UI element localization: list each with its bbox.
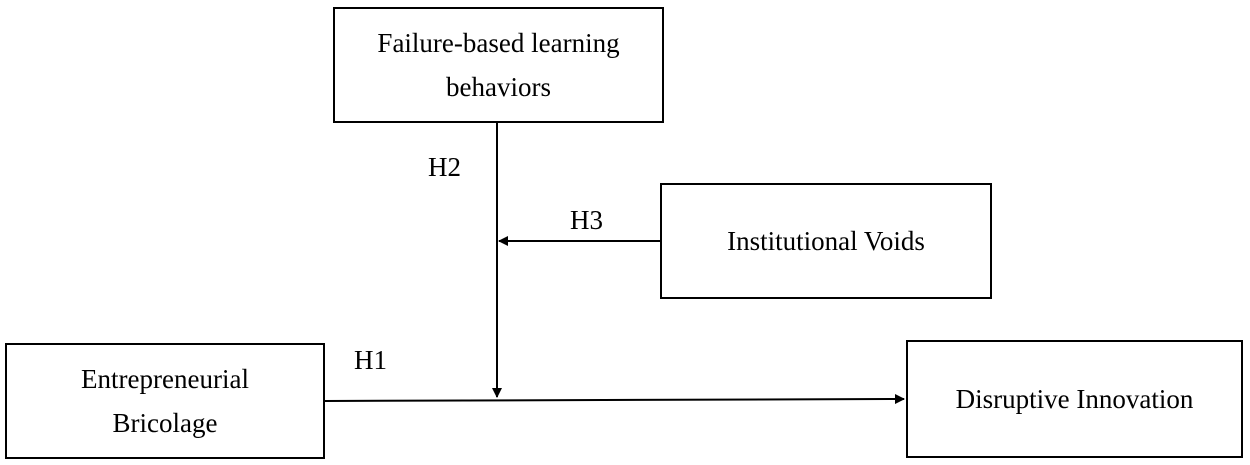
hypothesis-h1-label: H1 bbox=[354, 345, 387, 375]
hypothesis-h3-label: H3 bbox=[570, 205, 603, 235]
arrow-h1 bbox=[324, 394, 905, 405]
failure-box-line2: behaviors bbox=[446, 72, 551, 102]
hypothesis-h2-label: H2 bbox=[428, 152, 461, 182]
entrepreneurial-bricolage-box: Entrepreneurial Bricolage bbox=[5, 343, 325, 459]
institutional-voids-label: Institutional Voids bbox=[727, 226, 925, 256]
disruptive-innovation-box: Disruptive Innovation bbox=[906, 340, 1243, 458]
entrepreneurial-box-line2: Bricolage bbox=[112, 408, 218, 438]
failure-box-line1: Failure-based learning bbox=[377, 28, 620, 58]
institutional-voids-box: Institutional Voids bbox=[660, 183, 992, 299]
entrepreneurial-box-line1: Entrepreneurial bbox=[81, 364, 249, 394]
disruptive-innovation-label: Disruptive Innovation bbox=[955, 384, 1194, 414]
failure-based-learning-box: Failure-based learning behaviors bbox=[333, 7, 664, 123]
